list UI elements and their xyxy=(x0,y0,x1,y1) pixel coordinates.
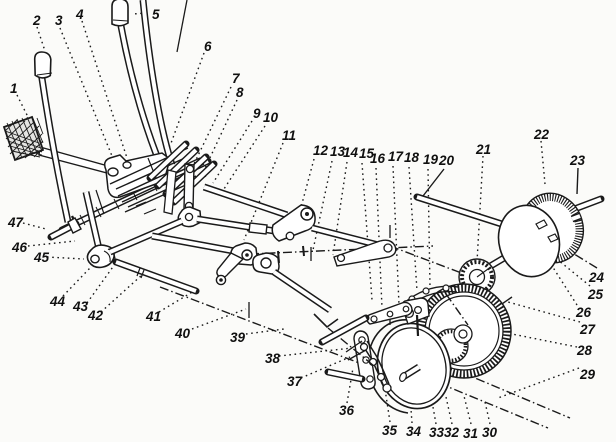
svg-text:7: 7 xyxy=(232,71,241,86)
svg-text:27: 27 xyxy=(579,322,597,337)
svg-text:8: 8 xyxy=(236,85,244,100)
svg-text:13: 13 xyxy=(330,144,346,159)
svg-text:14: 14 xyxy=(343,145,359,160)
svg-text:36: 36 xyxy=(339,403,355,418)
svg-text:17: 17 xyxy=(388,149,405,164)
svg-text:39: 39 xyxy=(230,330,246,345)
svg-text:40: 40 xyxy=(174,326,191,341)
svg-text:6: 6 xyxy=(204,39,212,54)
svg-text:20: 20 xyxy=(438,153,455,168)
svg-text:25: 25 xyxy=(587,287,604,302)
svg-text:12: 12 xyxy=(313,143,329,158)
svg-text:24: 24 xyxy=(588,270,605,285)
svg-text:35: 35 xyxy=(382,423,398,438)
svg-text:5: 5 xyxy=(152,7,160,22)
svg-text:4: 4 xyxy=(75,7,84,22)
svg-text:23: 23 xyxy=(569,153,586,168)
svg-text:19: 19 xyxy=(423,152,439,167)
svg-text:33: 33 xyxy=(429,425,445,440)
svg-text:11: 11 xyxy=(282,128,296,143)
svg-text:29: 29 xyxy=(579,367,596,382)
svg-text:34: 34 xyxy=(406,424,422,439)
svg-text:18: 18 xyxy=(404,150,420,165)
svg-text:31: 31 xyxy=(463,426,478,441)
svg-text:1: 1 xyxy=(10,81,18,96)
svg-text:2: 2 xyxy=(32,13,41,28)
svg-text:30: 30 xyxy=(482,425,498,440)
svg-text:38: 38 xyxy=(265,351,281,366)
svg-text:9: 9 xyxy=(253,106,261,121)
svg-text:37: 37 xyxy=(287,374,304,389)
svg-text:32: 32 xyxy=(444,425,460,440)
svg-text:22: 22 xyxy=(533,127,550,142)
svg-text:16: 16 xyxy=(370,151,386,166)
svg-text:43: 43 xyxy=(72,299,89,314)
svg-text:26: 26 xyxy=(575,305,592,320)
svg-text:15: 15 xyxy=(359,146,375,161)
svg-text:44: 44 xyxy=(49,294,66,309)
svg-text:45: 45 xyxy=(33,250,50,265)
svg-text:46: 46 xyxy=(11,240,28,255)
svg-text:47: 47 xyxy=(7,215,25,230)
svg-text:21: 21 xyxy=(475,142,491,157)
svg-text:41: 41 xyxy=(145,309,161,324)
svg-text:3: 3 xyxy=(55,13,63,28)
svg-text:28: 28 xyxy=(576,343,593,358)
svg-text:42: 42 xyxy=(87,308,104,323)
svg-text:10: 10 xyxy=(263,110,279,125)
